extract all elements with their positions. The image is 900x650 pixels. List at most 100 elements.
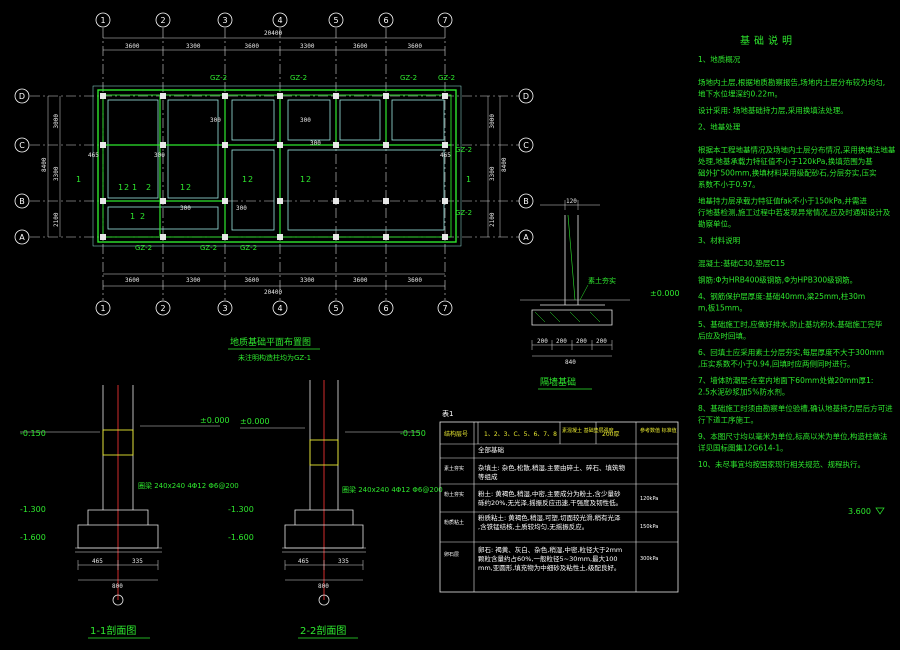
axis-label: A: [19, 233, 25, 242]
dim-total-bottom: 20400: [264, 289, 282, 296]
note-line: 9、本图尺寸均以毫米为单位,标高以米为单位,构造柱做法: [698, 431, 888, 441]
plan-mark: 2: [186, 183, 191, 192]
dim-top: 3300: [300, 43, 315, 50]
column-mark: [442, 142, 448, 148]
table-cell-code: 粉土夯实: [444, 491, 464, 498]
beam-label: GZ-2: [240, 244, 257, 252]
dim-total-side: 8400: [41, 157, 48, 172]
notes-level-mark: 3.600: [848, 507, 871, 516]
note-line: 础外扩500mm,换填材料采用级配砂石,分层夯实,压实: [698, 168, 877, 178]
plan-mark: 2: [124, 183, 129, 192]
plan-mark: 1: [76, 175, 81, 184]
detail-top-dim: 120: [566, 198, 577, 205]
note-line: 2、地基处理: [698, 122, 741, 132]
column-mark: [160, 93, 166, 99]
beam-label: GZ-2: [290, 74, 307, 82]
axis-label: 5: [333, 16, 338, 25]
dim-side: 3300: [489, 166, 496, 181]
axis-bubble: [328, 300, 344, 316]
note-line: 钢筋:Φ为HRB400级钢筋,Φ为HPB300级钢筋。: [698, 275, 857, 285]
partition-footing-detail: 120 200 200 200 200 840 ±0.000 素土夯实 隔墙基础: [520, 198, 680, 390]
table-cell-text: 全部基础: [478, 445, 505, 454]
plan-mark: 1: [466, 175, 471, 184]
table-row: 全部基础: [478, 445, 505, 454]
dim-side: 3000: [489, 114, 496, 129]
beam-label: GZ-2: [200, 244, 217, 252]
note-item: 钢筋:Φ为HRB400级钢筋,Φ为HPB300级钢筋。: [698, 275, 857, 285]
note-line: 行地基检测,施工过程中若发现异常情况,应及时通知设计及: [698, 207, 891, 217]
column-mark: [333, 142, 339, 148]
axis-label: 7: [442, 304, 447, 313]
column-mark: [277, 198, 283, 204]
sec1-dims: [77, 560, 159, 581]
plan-local-dim: 300: [180, 205, 191, 212]
table-grid: [440, 422, 678, 592]
table-rows: 全部基础素土夯实杂填土: 杂色,松散,稍湿,主要由碎土、碎石、填筑物等组成粉土夯…: [444, 445, 658, 572]
sec1-axis-bubble: [112, 594, 124, 606]
axis-label: 6: [383, 304, 388, 313]
axis-label: 3: [222, 304, 227, 313]
table-cell-value: 120kPa: [640, 496, 658, 502]
note-item: 9、本图尺寸均以毫米为单位,标高以米为单位,构造柱做法详见国标图集12G614-…: [698, 431, 888, 453]
axis-label: 4: [277, 304, 282, 313]
sec1-total: 800: [112, 583, 123, 590]
dim-top: 3600: [125, 43, 140, 50]
dim-top: 3600: [245, 43, 260, 50]
axis-label: 5: [333, 304, 338, 313]
plan-dimension-lines: 2040020400360036003300330036003600330033…: [41, 30, 508, 296]
notes-title: 基础说明: [740, 34, 796, 47]
axis-bubble: [217, 300, 233, 316]
note-line: 2.5水泥砂浆加5%防水剂。: [698, 387, 789, 397]
column-mark: [277, 142, 283, 148]
plan-room: [107, 206, 219, 230]
dim-total-side: 8400: [501, 157, 508, 172]
dim-top: 3600: [353, 43, 368, 50]
note-item: 6、回填土应采用素土分层夯实,每层厚度不大于300mm,压实系数不小于0.94,…: [698, 347, 884, 369]
beam-label: GZ-2: [455, 209, 472, 217]
plan-subtitle: 未注明构造柱均为GZ-1: [238, 353, 311, 362]
table-cell-code: 素土夯实: [444, 465, 464, 472]
plan-room: [287, 99, 331, 141]
column-mark: [383, 234, 389, 240]
table-row: 粉土夯实粉土: 黄褐色,稍湿,中密,主要成分为粉土,含少量砂砾约20%,无光泽,…: [444, 489, 658, 507]
sec1-level-lines: [20, 425, 220, 433]
axis-bubble: [272, 300, 288, 316]
axis-bubble: [155, 12, 171, 28]
dim-bottom: 3300: [300, 277, 315, 284]
column-mark: [333, 234, 339, 240]
detail-wall-hatch: [567, 214, 576, 301]
detail-wall: [564, 215, 579, 305]
plan-room: [339, 99, 381, 141]
foundation-notes: 基础说明 1、地质概况场地内土层,根据地质勘察报告,场地内土层分布较为均匀,地下…: [698, 34, 896, 516]
note-line: m,板15mm。: [698, 303, 747, 313]
note-line: 6、回填土应采用素土分层夯实,每层厚度不大于300mm: [698, 347, 884, 357]
soil-table: 表1 结构层号 1、2、3、C、5、6、7、8 素混凝土 基础垫层强度 200厚…: [439, 409, 679, 593]
plan-mark: 1: [300, 175, 305, 184]
column-mark: [100, 234, 106, 240]
column-mark: [160, 142, 166, 148]
note-item: 根据本工程地基情况及场地内土层分布情况,采用换填法地基处理,地基承载力特征值不小…: [698, 145, 896, 190]
table-header: 素混凝土 基础垫层强度: [562, 427, 614, 434]
note-item: 2、地基处理: [698, 122, 741, 132]
note-item: 地基持力层承载力特征值fak不小于150kPa,并需进行地基检测,施工过程中若发…: [698, 196, 891, 229]
table-cell-text: 砾约20%,无光泽,摇振反应迅速,干强度及韧性低。: [478, 498, 622, 507]
note-item: 设计采用: 场地基础持力层,采用换填法处理。: [698, 105, 848, 115]
beam-label: GZ-2: [400, 74, 417, 82]
detail-bottom-dim: 200: [556, 338, 567, 345]
sec2-level: -1.300: [228, 505, 254, 514]
detail-total-dim: 840: [565, 359, 576, 366]
axis-label: B: [19, 197, 25, 206]
axis-bubble: [378, 12, 394, 28]
note-line: 详见国标图集12G614-1。: [698, 443, 788, 453]
table-border: [439, 421, 679, 593]
detail-bottom-dim: 200: [576, 338, 587, 345]
column-mark: [100, 93, 106, 99]
note-line: 设计采用: 场地基础持力层,采用换填法处理。: [698, 105, 848, 115]
plan-room: [231, 149, 275, 231]
sec1-level: -0.150: [20, 429, 46, 438]
column-mark: [442, 198, 448, 204]
section-1-1: -0.150 ±0.000 -1.300 -1.600 圈梁 240x240 4…: [20, 385, 239, 639]
